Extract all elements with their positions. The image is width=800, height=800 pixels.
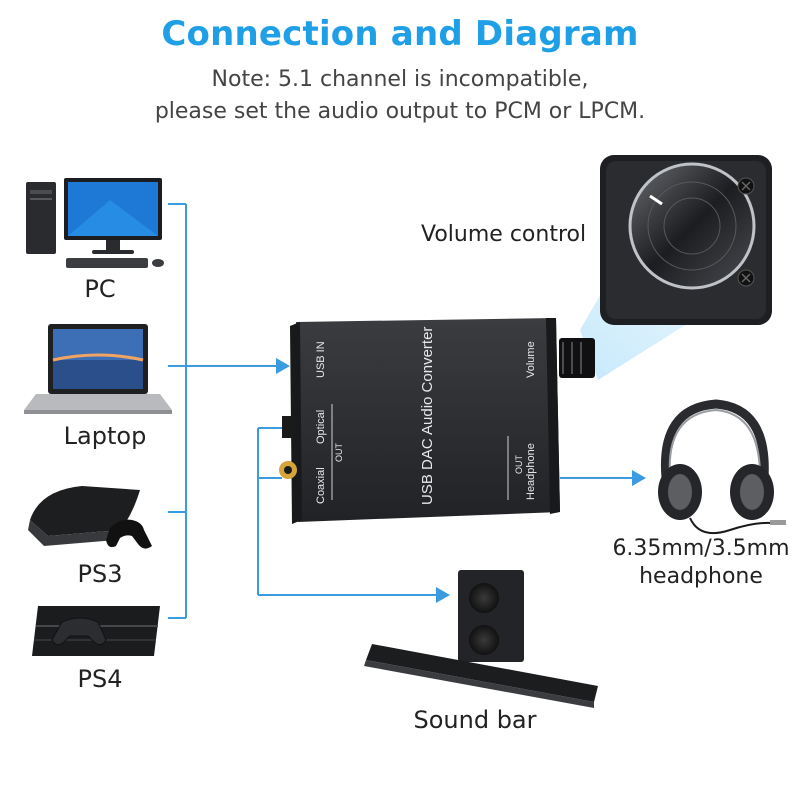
headphone-arrow: [632, 470, 646, 486]
headphone-label-line-1: 6.35mm/3.5mm: [612, 536, 790, 561]
out-right-label: OUT: [514, 455, 524, 475]
volume-label: Volume: [525, 341, 537, 378]
out-left-label: OUT: [334, 443, 344, 463]
headphone-device-label: Headphone: [525, 443, 537, 500]
volume-control-label: Volume control: [421, 222, 587, 247]
source-bus-lines: [168, 203, 276, 619]
headphone-label-line-2: headphone: [639, 564, 763, 589]
note-text: Note: 5.1 channel is incompatible, pleas…: [0, 64, 800, 128]
soundbar-icon: [364, 570, 598, 708]
note-line-1: Note: 5.1 channel is incompatible,: [211, 67, 589, 92]
usb-arrow: [276, 358, 290, 374]
dac-device: USB DAC Audio Converter USB IN Optical C…: [279, 318, 595, 524]
optical-label: Optical: [315, 410, 327, 444]
usb-in-label: USB IN: [315, 341, 327, 378]
soundbar-arrow: [436, 587, 450, 603]
pc-icon: [26, 178, 164, 268]
ps4-label: PS4: [77, 665, 123, 693]
volume-knob-zoom: [600, 155, 772, 325]
note-line-2: please set the audio output to PCM or LP…: [154, 99, 646, 124]
laptop-icon: [24, 324, 172, 414]
ps3-label: PS3: [77, 560, 123, 588]
laptop-label: Laptop: [63, 422, 147, 450]
pc-label: PC: [84, 275, 116, 303]
device-name-label: USB DAC Audio Converter: [419, 327, 436, 505]
headphone-icon: [658, 399, 786, 534]
coaxial-label: Coaxial: [315, 467, 327, 504]
ps4-icon: [32, 606, 160, 656]
headphone-label: 6.35mm/3.5mm headphone: [606, 535, 796, 591]
soundbar-label: Sound bar: [413, 706, 537, 734]
output-lines: [257, 427, 632, 596]
ps3-icon: [28, 486, 152, 549]
page-title: Connection and Diagram: [161, 14, 639, 54]
